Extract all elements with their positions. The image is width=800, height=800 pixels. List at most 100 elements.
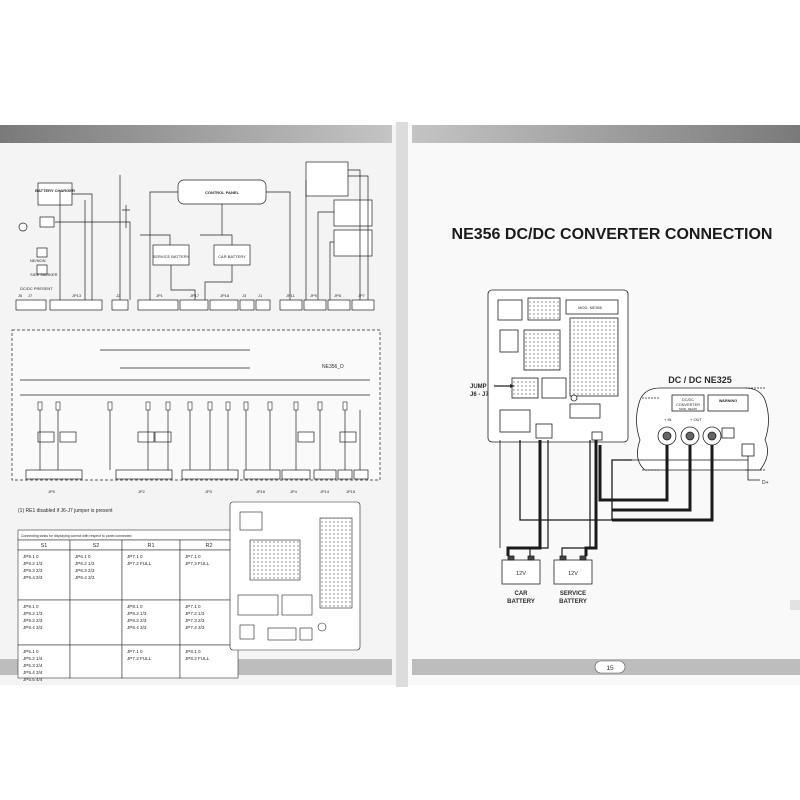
right-page-header: [412, 125, 800, 143]
table-cell-line: JP7.2 1/3: [185, 611, 205, 616]
right-page-number: 15: [606, 665, 614, 672]
left-labels: BATTERY CHARGER CONTROL PANEL SERVICE BA…: [18, 188, 366, 514]
bottom-connector-label: JP3: [205, 489, 213, 494]
terminal-in-label: + IN: [664, 417, 672, 422]
top-connector-label: J6: [18, 293, 23, 298]
battery-charger-box: [37, 182, 73, 206]
table-cell-line: JP9.1 0: [23, 604, 39, 609]
bottom-connector-label: JP15: [346, 489, 356, 494]
model-label: MOD. NE325: [679, 407, 697, 411]
table-cell-line: JP7.1 0: [185, 604, 201, 609]
table-header: R2: [205, 543, 212, 549]
table-cell-line: JP8.3 2/3: [127, 618, 147, 623]
table-cell-line: JP9.4 3/3: [23, 575, 43, 580]
neon-label: NE/NON: [30, 258, 46, 263]
dcdc-present-label: DC/DC PRESENT: [20, 286, 53, 291]
converter-label-line1: DC/DC: [682, 398, 694, 402]
ne356-board: [487, 289, 629, 443]
table-cell-line: JP7.2 FULL: [127, 656, 152, 661]
fuse-symbol: [145, 401, 151, 411]
service-battery-label-line2: BATTERY: [559, 599, 587, 605]
table-cell-line: JP7.1 0: [127, 554, 143, 559]
battery-charger-label: BATTERY CHARGER: [35, 188, 75, 193]
jump-label-line2: J6 - J7: [470, 392, 489, 398]
fuse-symbol: [207, 401, 213, 411]
tank-sensor-1: [305, 161, 349, 197]
fuse-symbol: [267, 401, 273, 411]
tank-sensor-2: [333, 199, 373, 227]
table-cell-line: JP8.2 1/3: [127, 611, 147, 616]
top-connector-label: J7: [28, 293, 33, 298]
fuse-symbol: [187, 401, 193, 411]
top-connector-label: JP7: [358, 293, 366, 298]
table-cell-line: JP7.3 2/3: [185, 618, 205, 623]
top-connector-label: JP13: [72, 293, 82, 298]
table-header: S1: [41, 543, 48, 549]
bottom-connector-label: JP5: [48, 489, 56, 494]
bottom-connector-label: JP4: [290, 489, 298, 494]
terminal-out-label: + OUT: [690, 417, 702, 422]
service-battery: [553, 555, 593, 585]
service-battery-voltage: 12V: [568, 571, 578, 577]
tank-sensor-3: [333, 229, 373, 257]
fuse-symbol: [37, 401, 43, 411]
top-connector-label: J3: [242, 293, 247, 298]
fuse-symbol: [293, 401, 299, 411]
left-board-photo: [229, 501, 361, 651]
jump-label-line1: JUMP: [470, 384, 487, 390]
table-header: S2: [93, 543, 100, 549]
dcdc-converter: [636, 387, 769, 471]
car-battery-voltage: 12V: [516, 571, 526, 577]
table-cell-line: JP9.2 1/3: [23, 561, 43, 566]
table-cell-line: JP6.2 1/3: [75, 561, 95, 566]
table-cell-line: JP9.4 3/3: [23, 625, 43, 630]
side-marker-label: SIDE MARKER: [30, 272, 58, 277]
table-cell-line: JP7.4 3/3: [185, 625, 205, 630]
fuse-symbol: [342, 401, 348, 411]
car-battery-label-line1: CAR: [515, 591, 529, 597]
car-battery-label-line2: BATTERY: [507, 599, 535, 605]
bottom-connector-label: JP14: [320, 489, 330, 494]
service-battery-label: SERVICE BATTERY: [153, 254, 190, 259]
d-plus-label: D+: [762, 480, 769, 486]
fuse-symbol: [317, 401, 323, 411]
table-header: R1: [147, 543, 154, 549]
left-page-header: [0, 125, 392, 143]
ne356-label: NE356_D: [322, 364, 344, 370]
control-panel-label: CONTROL PANEL: [205, 190, 240, 195]
table-cell-line: JP5.5 4/4: [23, 677, 43, 682]
fuse-symbol: [107, 401, 113, 411]
top-connector-label: JP11: [286, 293, 296, 298]
converter-label-line2: CONVERTER: [676, 403, 700, 407]
fuse-symbol: [55, 401, 61, 411]
table-cell-line: JP8.4 3/3: [127, 625, 147, 630]
gutter: [396, 122, 408, 687]
top-connector-label: J2: [116, 293, 121, 298]
board-model-label: MOD. NE356: [578, 305, 603, 310]
footnote: (1) RE1 disabled if J6-J7 jumper is pres…: [18, 508, 113, 514]
table-cell-line: JP5.3 2/4: [23, 663, 43, 668]
top-connector-label: JP9: [310, 293, 318, 298]
top-connector-label: JP1: [156, 293, 164, 298]
top-connector-label: JP17: [190, 293, 200, 298]
bottom-connector-label: JP2: [138, 489, 146, 494]
dcdc-ne325-label: DC / DC NE325: [668, 375, 732, 385]
car-battery: [501, 555, 541, 585]
table-cell-line: JP6.3 2/3: [75, 568, 95, 573]
table-cell-line: JP9.1 0: [23, 554, 39, 559]
table-cell-line: JP5.2 1/4: [23, 656, 43, 661]
table-cell-line: JP7.2 FULL: [127, 561, 152, 566]
ne356-board-outline: [11, 329, 381, 481]
tank-connection-table: Connecting tanks for displaying correct …: [17, 529, 239, 682]
table-caption: Connecting tanks for displaying correct …: [21, 534, 132, 538]
ne356-wiring-diagram: [11, 161, 381, 481]
fuse-symbol: [165, 401, 171, 411]
table-cell-line: JP7.3 FULL: [185, 561, 210, 566]
fuse-symbol: [225, 401, 231, 411]
fuse-symbol: [243, 401, 249, 411]
table-cell-line: JP8.1 0: [127, 604, 143, 609]
table-cell-line: JP9.2 1/3: [23, 611, 43, 616]
top-connector-label: J1: [258, 293, 263, 298]
